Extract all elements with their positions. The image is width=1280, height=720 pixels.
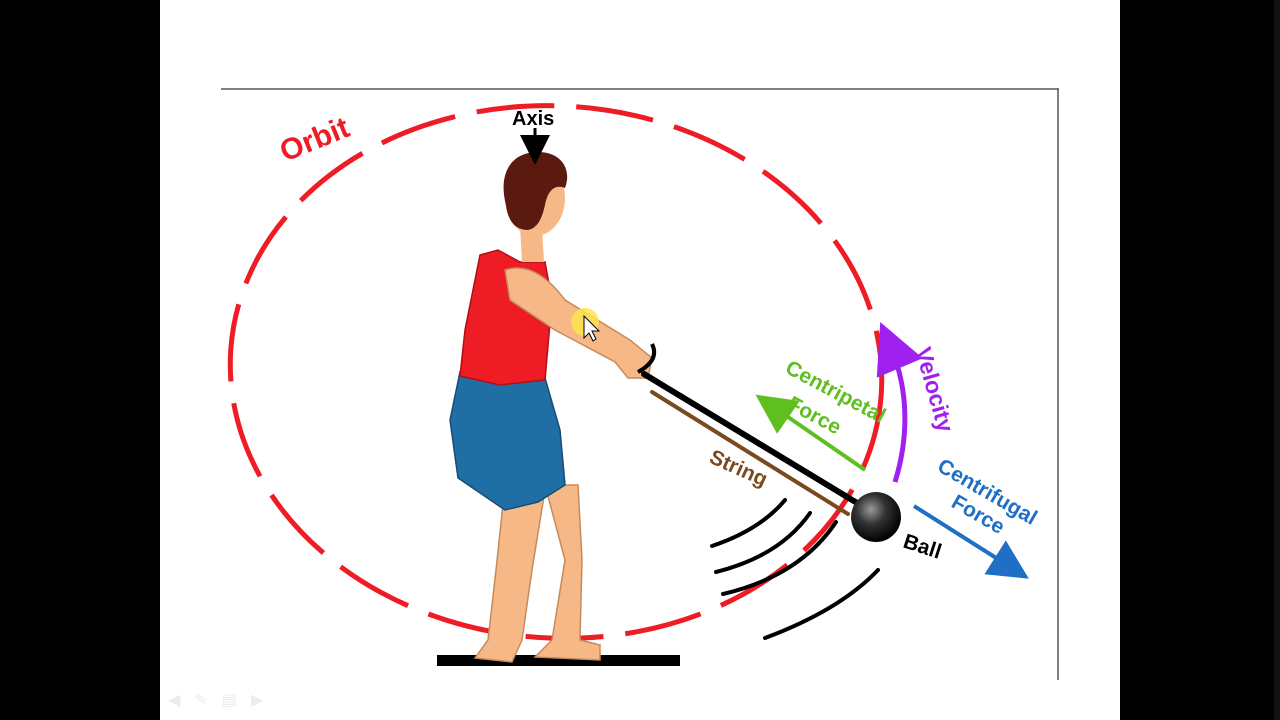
hammer-ball	[851, 492, 901, 542]
ball-label: Ball	[900, 530, 944, 564]
centrifugal-arrow	[912, 504, 1029, 579]
string-label: String	[706, 446, 771, 492]
slide-menu-icon[interactable]: ▤	[221, 690, 237, 709]
string-line	[650, 390, 850, 516]
orbit-ellipse	[227, 103, 885, 641]
image-frame	[221, 88, 1059, 680]
velocity-label: Velocity	[910, 344, 959, 435]
orbit-label: Orbit	[275, 111, 354, 168]
motion-lines	[710, 498, 880, 640]
pen-icon[interactable]: ✎	[194, 690, 208, 709]
athlete-figure	[449, 152, 657, 663]
next-slide-icon[interactable]: ▶	[250, 690, 264, 709]
axis-label: Axis	[512, 108, 554, 130]
hammer-throw-diagram: Orbit Axis Centripetal Force Velocity Ce…	[221, 88, 1059, 680]
slide-controls: ◀ ✎ ▤ ▶	[168, 690, 263, 710]
previous-slide-icon[interactable]: ◀	[168, 690, 181, 709]
ground-platform	[437, 655, 680, 666]
slide: Orbit Axis Centripetal Force Velocity Ce…	[160, 0, 1120, 720]
velocity-arrow	[876, 321, 923, 483]
centripetal-arrow	[755, 394, 867, 472]
scrollbar[interactable]	[1274, 0, 1280, 720]
mouse-pointer	[571, 308, 601, 342]
hammer-wire	[641, 371, 875, 515]
